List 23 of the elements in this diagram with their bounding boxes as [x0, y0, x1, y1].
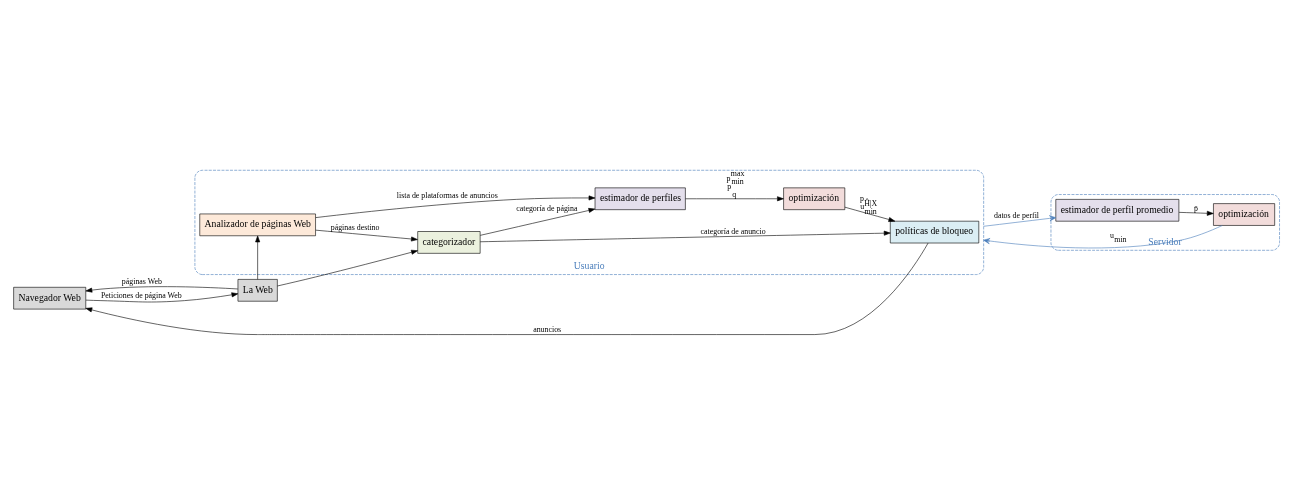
arrow: [85, 292, 239, 303]
arrow: [480, 208, 596, 236]
node-box: estimador de perfiles: [594, 187, 686, 210]
arrow: [685, 196, 784, 202]
arrow: [85, 286, 239, 293]
node-box: estimador de perfil promedio: [1055, 199, 1180, 222]
node-box: optimización: [1213, 203, 1275, 226]
node-box: Navegador Web: [13, 287, 87, 310]
arrow: [315, 229, 418, 242]
node-box: Analizador de páginas Web: [199, 213, 316, 237]
arrow: [983, 215, 1057, 227]
node-box: categorizador: [417, 231, 481, 254]
arrow: [1178, 210, 1214, 216]
arrow: [983, 225, 1223, 249]
arrow: [315, 195, 596, 218]
node-box: La Web: [237, 279, 278, 302]
arrow: [85, 242, 929, 335]
arrow: [255, 235, 261, 280]
arrow: [844, 206, 896, 222]
node-box: optimización: [783, 187, 846, 210]
arrow: [479, 230, 891, 243]
node-box: políticas de bloqueo: [890, 220, 980, 244]
arrow: [277, 249, 418, 287]
